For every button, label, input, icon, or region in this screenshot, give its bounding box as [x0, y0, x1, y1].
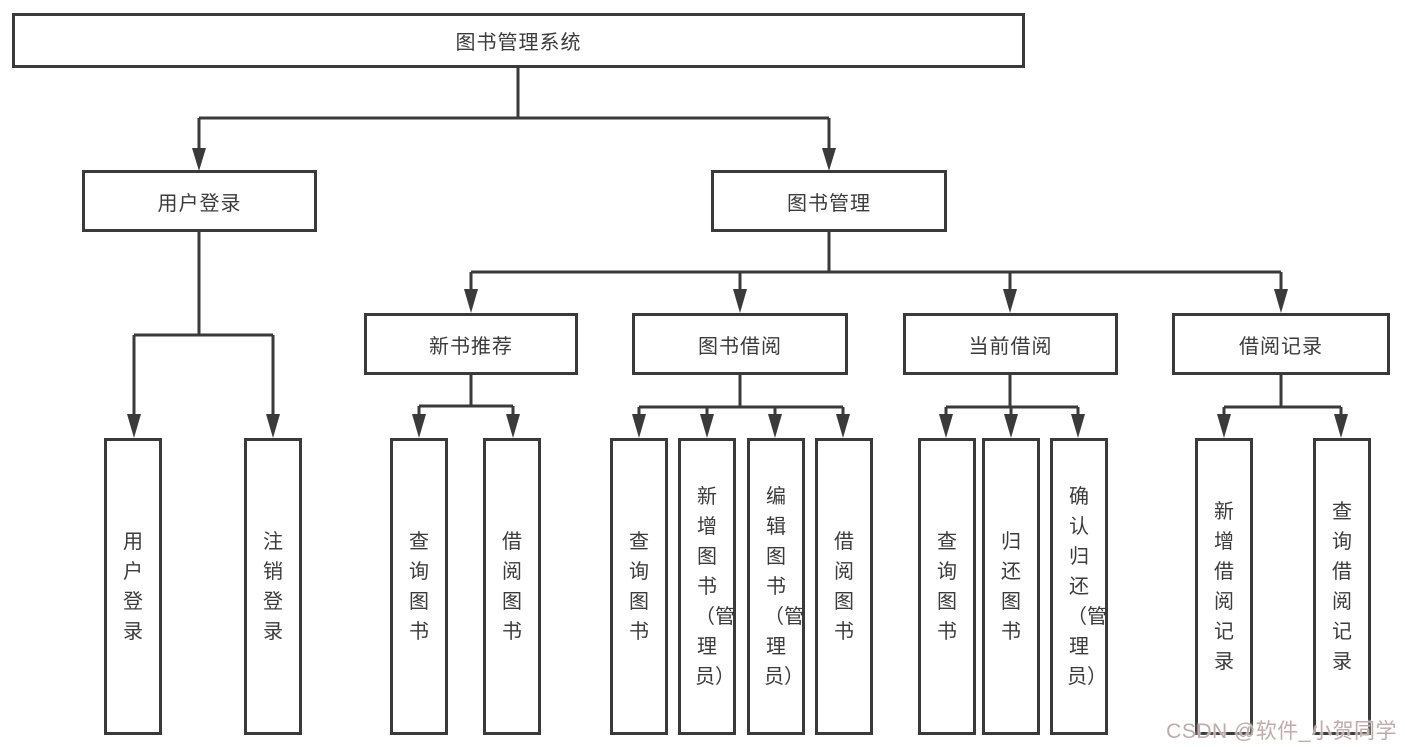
- connector-user-login-children: [127, 232, 280, 438]
- node-leaf-query-books-1-label: 查询图书: [409, 530, 429, 643]
- node-leaf-edit-books-admin-label: 编辑图书（管理员）: [764, 485, 804, 688]
- connector-book-borrow-children: [632, 375, 850, 438]
- connector-root-to-level2: [192, 68, 836, 171]
- node-leaf-query-borrow-record: 查询借阅记录: [1313, 438, 1371, 735]
- node-new-book-recommend: 新书推荐: [364, 313, 578, 375]
- node-root-label: 图书管理系统: [455, 32, 582, 54]
- node-leaf-query-borrow-record-label: 查询借阅记录: [1332, 500, 1352, 673]
- node-book-borrowing: 图书借阅: [632, 313, 848, 375]
- node-leaf-user-login: 用户登录: [104, 438, 162, 735]
- node-leaf-add-books-admin: 新增图书（管理员）: [678, 438, 736, 735]
- node-leaf-query-books-3: 查询图书: [918, 438, 976, 735]
- node-book-management-label: 图书管理: [787, 192, 871, 215]
- node-borrowing-records-label: 借阅记录: [1239, 335, 1323, 358]
- node-borrowing-records: 借阅记录: [1172, 313, 1390, 375]
- node-leaf-logout: 注销登录: [244, 438, 302, 735]
- node-current-borrowing-label: 当前借阅: [968, 335, 1053, 358]
- node-leaf-confirm-return-admin-label: 确认归还（管理员）: [1067, 485, 1107, 688]
- node-leaf-add-books-admin-label: 新增图书（管理员）: [695, 485, 735, 688]
- csdn-watermark: CSDN @软件_小贺同学: [1166, 720, 1397, 743]
- node-leaf-confirm-return-admin: 确认归还（管理员）: [1050, 438, 1108, 735]
- node-new-book-recommend-label: 新书推荐: [429, 335, 513, 358]
- node-book-management: 图书管理: [711, 170, 947, 232]
- node-leaf-edit-books-admin: 编辑图书（管理员）: [747, 438, 805, 735]
- node-leaf-logout-label: 注销登录: [263, 530, 283, 643]
- node-user-login: 用户登录: [82, 170, 317, 232]
- node-leaf-query-books-1: 查询图书: [390, 438, 448, 735]
- connector-current-borrow-children: [939, 375, 1085, 438]
- connector-book-mgmt-to-level3: [464, 232, 1288, 313]
- node-user-login-label: 用户登录: [157, 192, 242, 215]
- node-leaf-query-books-2: 查询图书: [610, 438, 668, 735]
- node-root-library-system: 图书管理系统: [12, 13, 1025, 68]
- node-leaf-user-login-label: 用户登录: [123, 530, 143, 643]
- node-leaf-add-borrow-record-label: 新增借阅记录: [1214, 500, 1234, 673]
- node-current-borrowing: 当前借阅: [903, 313, 1118, 375]
- node-leaf-borrow-books-1-label: 借阅图书: [502, 530, 522, 643]
- node-leaf-query-books-2-label: 查询图书: [629, 530, 649, 643]
- connector-borrow-records-children: [1217, 375, 1348, 438]
- node-leaf-borrow-books-1: 借阅图书: [483, 438, 541, 735]
- connector-new-book-rec-children: [412, 375, 520, 438]
- node-leaf-return-books: 归还图书: [982, 438, 1040, 735]
- node-leaf-add-borrow-record: 新增借阅记录: [1195, 438, 1253, 735]
- node-leaf-borrow-books-2-label: 借阅图书: [834, 530, 854, 643]
- node-leaf-query-books-3-label: 查询图书: [937, 530, 957, 643]
- node-leaf-return-books-label: 归还图书: [1001, 530, 1021, 643]
- node-leaf-borrow-books-2: 借阅图书: [815, 438, 873, 735]
- node-book-borrowing-label: 图书借阅: [698, 335, 782, 358]
